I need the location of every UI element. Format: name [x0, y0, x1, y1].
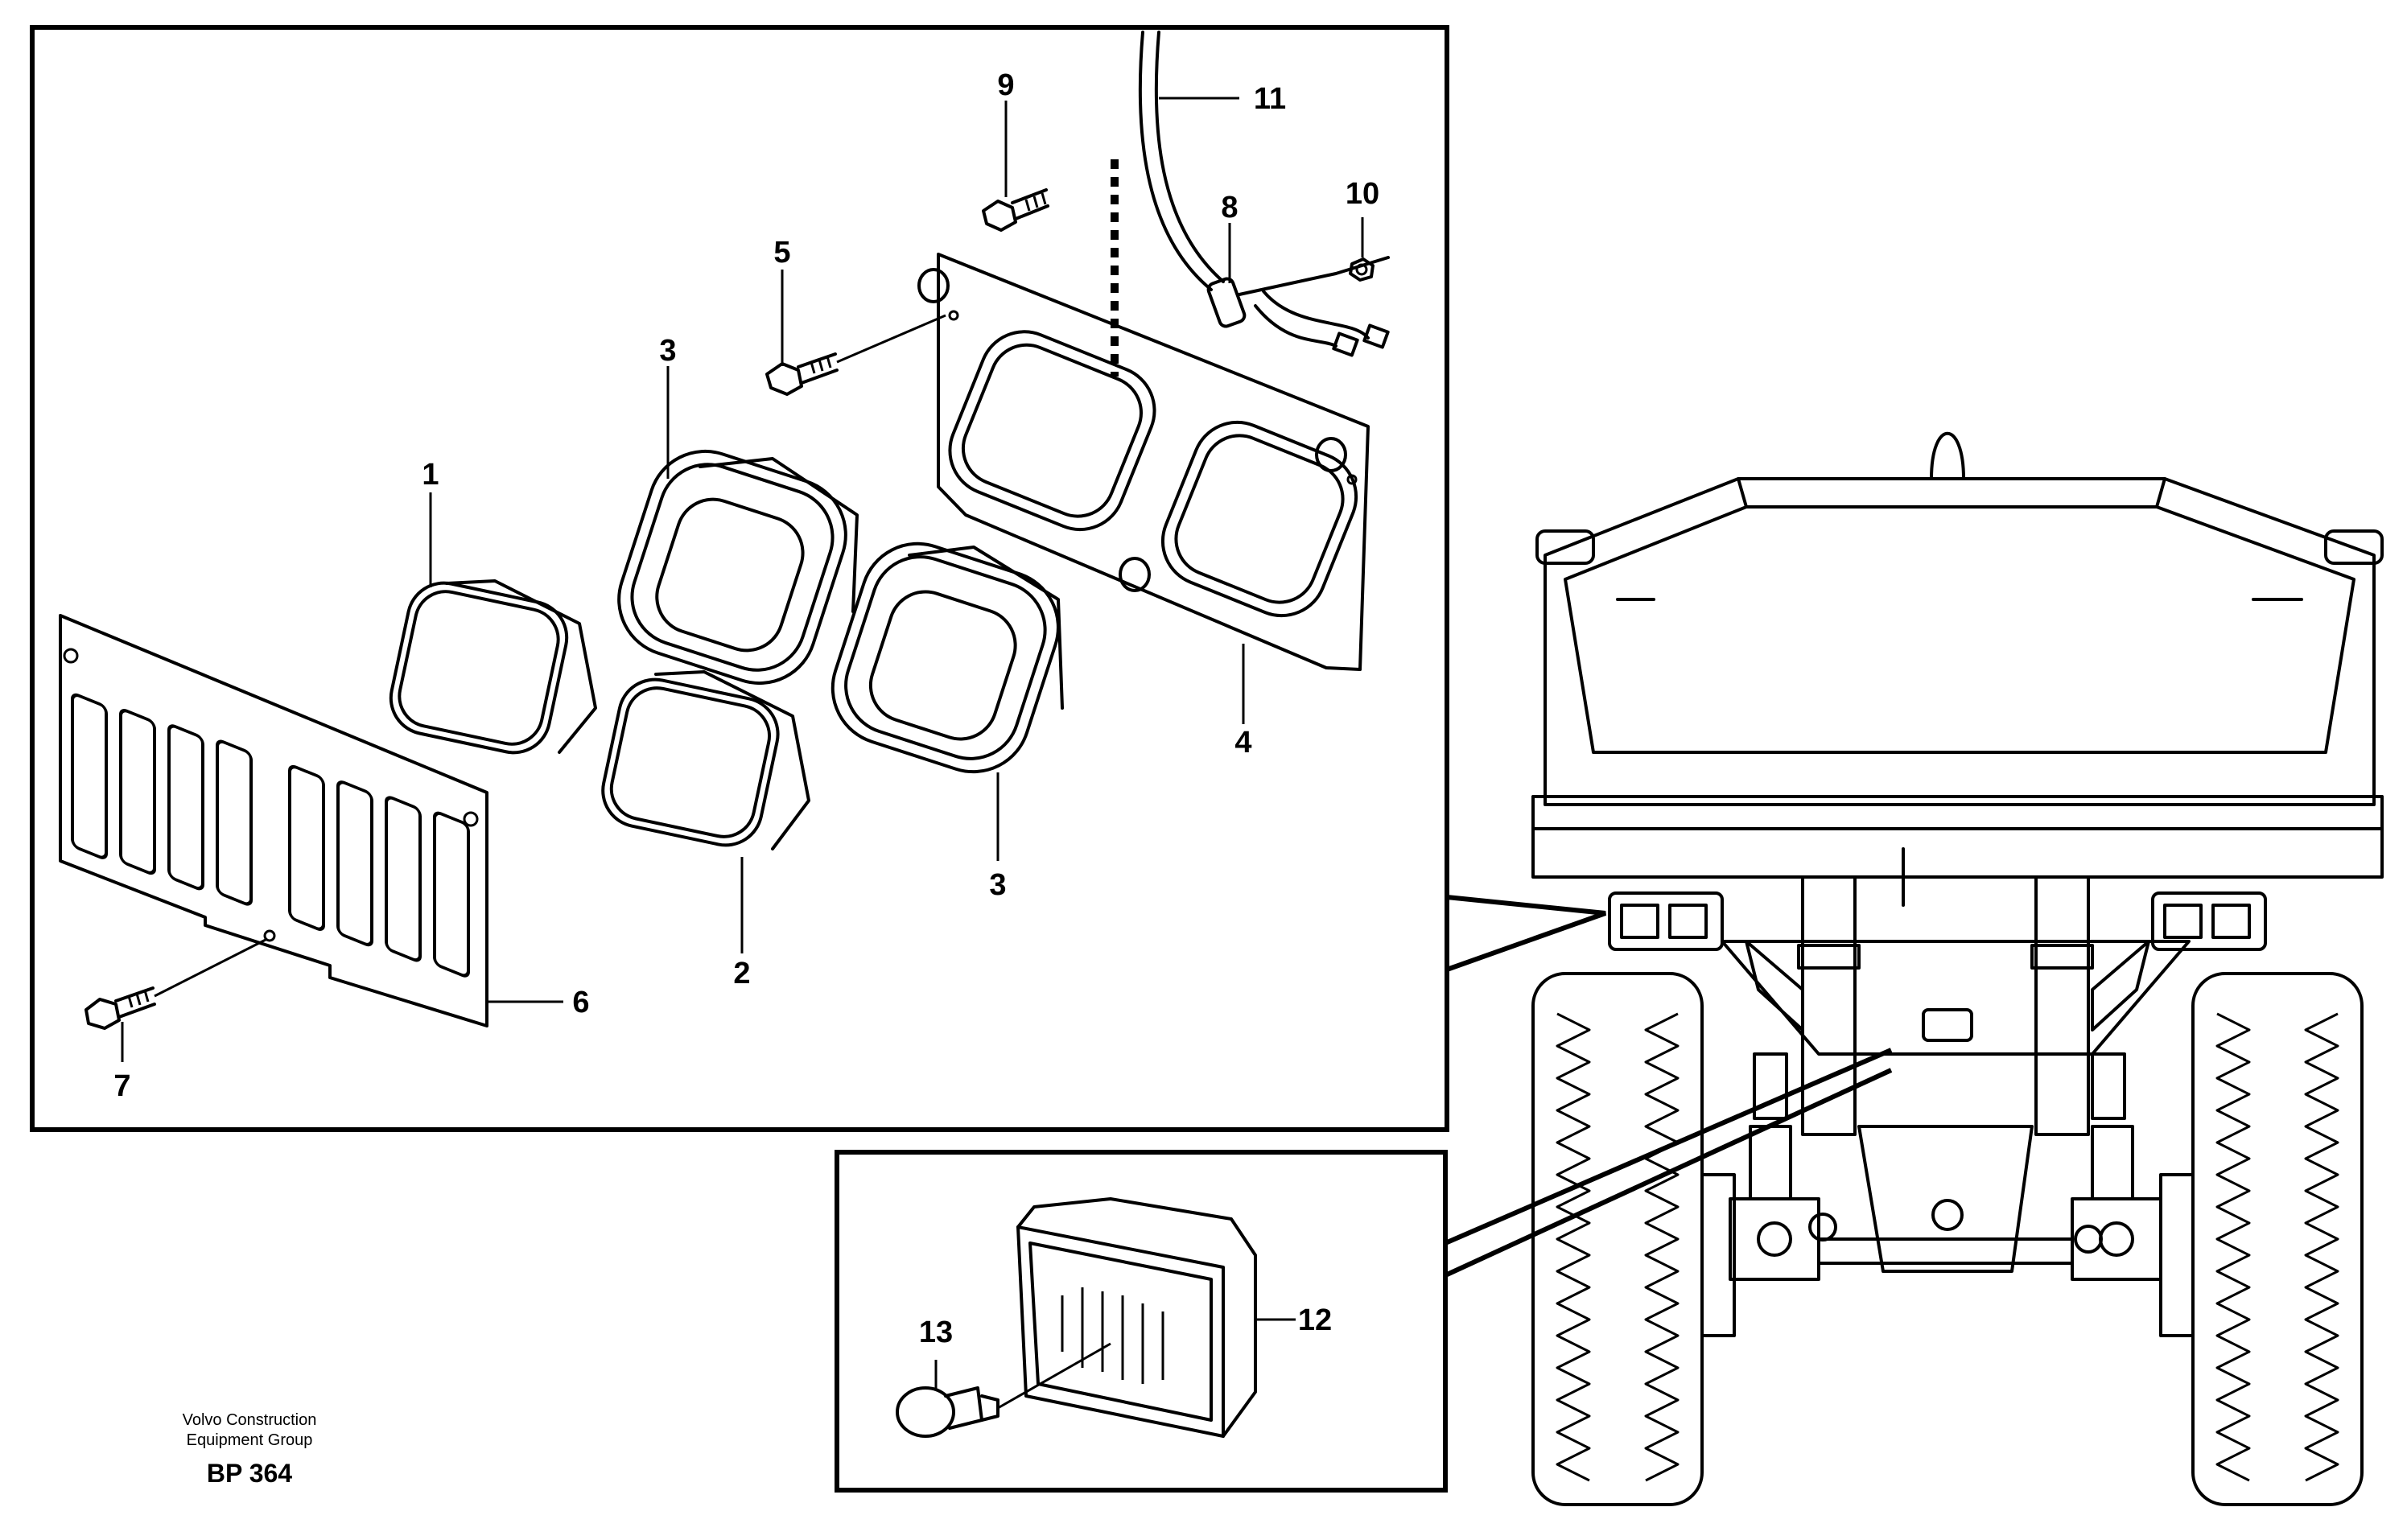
callout-3-bottom: 3: [989, 868, 1006, 902]
lamp-lens-texture: [1061, 1287, 1164, 1384]
secondary-detail-frame: [835, 1150, 1448, 1493]
bolt-7: [84, 938, 266, 1030]
footer-company-line2: Equipment Group: [187, 1431, 313, 1449]
main-detail-frame: [30, 25, 1449, 1132]
callout-8: 8: [1221, 191, 1238, 224]
callout-13: 13: [919, 1316, 953, 1349]
callout-4: 4: [1234, 726, 1251, 760]
work-lamp-12: [1016, 1197, 1296, 1438]
bolt-5: [765, 314, 946, 396]
main-detail-panel: [30, 25, 1607, 1132]
callout-12: 12: [1298, 1303, 1332, 1337]
footer-credit: Volvo Construction Equipment Group BP 36…: [183, 1411, 317, 1488]
footer-diagram-code: BP 364: [207, 1459, 292, 1488]
detail-pointer: [1445, 895, 1607, 972]
bolt-9: [982, 188, 1049, 232]
grille-plate-6: [59, 614, 488, 1027]
lamp-gasket-3-left: [617, 449, 859, 686]
footer-company-line1: Volvo Construction: [183, 1411, 317, 1429]
lamp-1: [389, 579, 597, 755]
callout-labels: 1 2 3 3 4 5 6 7 8 9 10 11 12 13: [113, 68, 1379, 1349]
tyre-left: [1531, 972, 1736, 1506]
lamp-2: [601, 670, 810, 850]
callout-2: 2: [733, 957, 750, 990]
cable-assembly: [1138, 31, 1390, 357]
tyre-right: [2159, 972, 2364, 1506]
mounting-plate: [917, 253, 1370, 671]
callout-1: 1: [422, 458, 439, 492]
callout-6: 6: [572, 986, 589, 1019]
callout-7: 7: [113, 1069, 130, 1103]
callout-10: 10: [1346, 177, 1379, 211]
callout-5: 5: [773, 236, 790, 270]
bulb-13: [896, 1342, 1111, 1438]
vehicle-rear-view: [1531, 431, 2384, 1506]
lamp-gasket-3-right: [830, 541, 1064, 774]
callout-3-top: 3: [659, 334, 676, 368]
leader-lines: [121, 97, 1364, 1062]
grille-slots: [71, 693, 470, 978]
callout-11: 11: [1254, 82, 1286, 116]
callout-9: 9: [997, 68, 1014, 102]
work-lamp-location: [1922, 1008, 1973, 1042]
